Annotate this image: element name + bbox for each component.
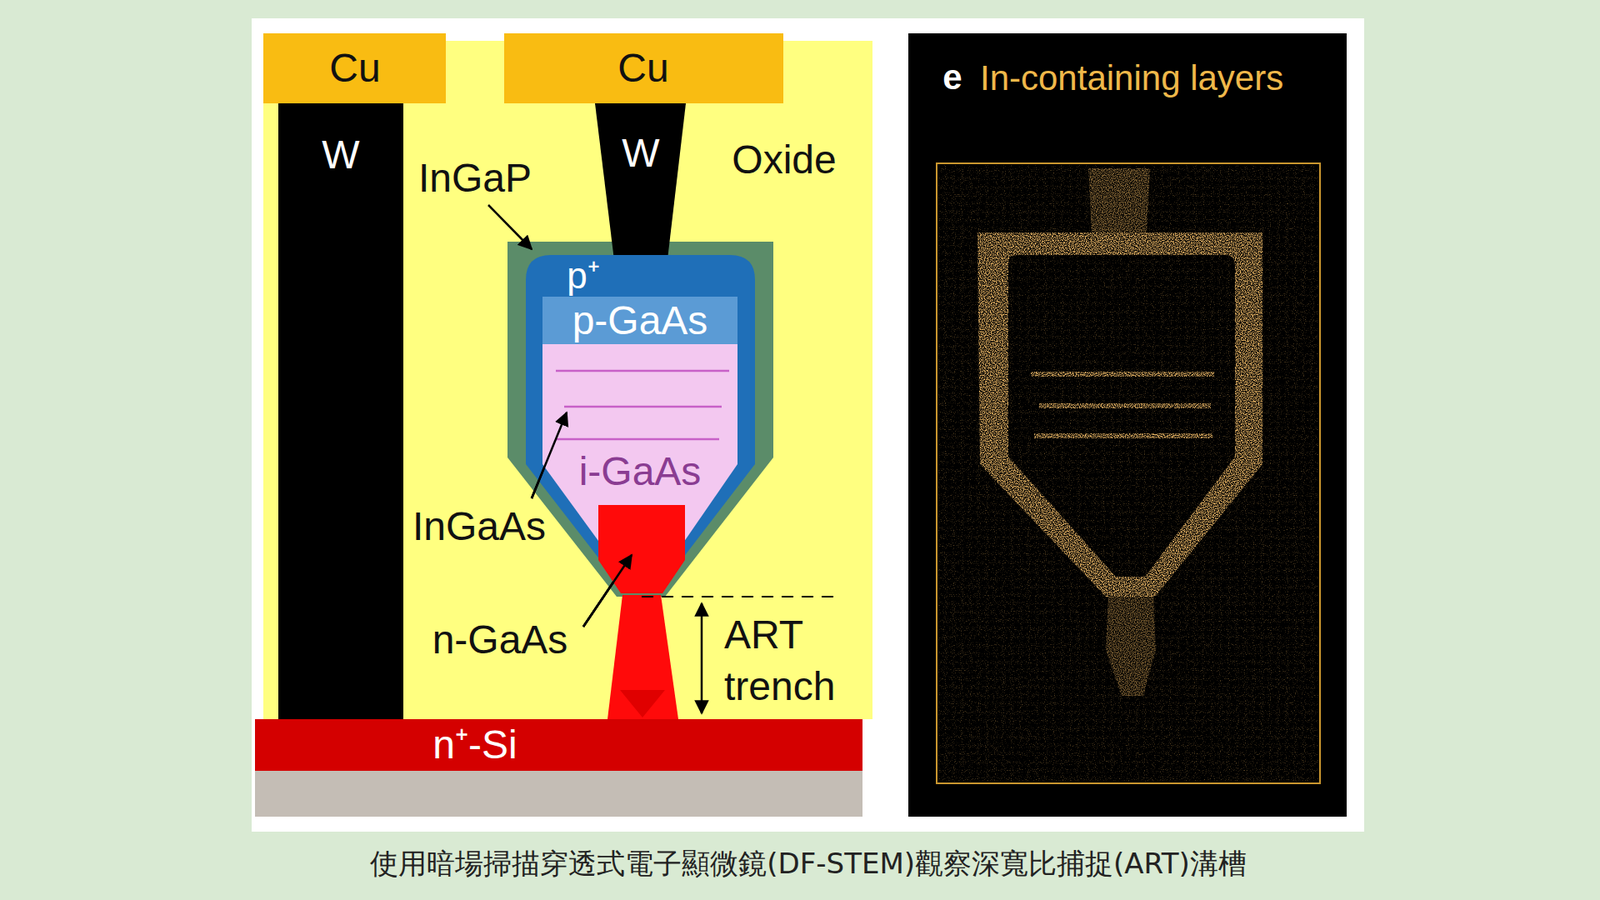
node-label: Oxide: [731, 140, 836, 180]
silicon-layer: n⁺-Si: [255, 719, 863, 771]
stem-ingap-shell: [977, 232, 1263, 597]
label-holder: n-GaAs: [500, 640, 636, 680]
label-holder: e: [952, 77, 972, 113]
leader-line: [531, 412, 567, 499]
leader-line: [488, 205, 532, 250]
label-holder: ART trench: [724, 609, 866, 714]
panel-title: In-containing layers: [980, 60, 1284, 96]
metal-pad: Cu: [504, 33, 784, 104]
caption: 使用暗場掃描穿透式電子顯微鏡(DF-STEM)觀察深寬比捕捉(ART)溝槽: [370, 849, 1246, 878]
node-label: p⁺: [566, 257, 600, 295]
label-holder: InGaAs: [479, 526, 613, 567]
tungsten-plug: W: [278, 103, 404, 720]
ingap-shell: [507, 241, 774, 597]
part-label: InGaP: [418, 158, 532, 199]
stem-frame: [936, 163, 1320, 784]
art-trench-fill: [607, 595, 679, 720]
intrinsic-region: i-GaAs: [542, 344, 738, 572]
label-holder: InGaP: [475, 178, 589, 219]
trench-facet: [620, 690, 665, 718]
quantum-well-line: [555, 438, 720, 441]
n-gaas-core: [598, 505, 685, 594]
part-label: n-GaAs: [432, 620, 569, 660]
stem-top-stub: [1088, 168, 1150, 233]
metal-pad: Cu: [263, 33, 446, 104]
p-plus-shell: p⁺ p-GaAs i-GaAs: [525, 255, 755, 587]
tungsten-plug: W: [595, 103, 686, 281]
white-panel: [251, 18, 1365, 832]
node-outline: [595, 103, 686, 281]
caption-holder: 使用暗場掃描穿透式電子顯微鏡(DF-STEM)觀察深寬比捕捉(ART)溝槽: [808, 863, 1600, 892]
dimension-label: ART trench: [724, 609, 866, 714]
stem-panel: [908, 33, 1347, 817]
label-holder: In-containing layers: [980, 78, 1284, 114]
tapered-contact: [595, 103, 686, 281]
part-label: InGaAs: [412, 506, 546, 547]
node-label: Cu: [329, 48, 380, 89]
stem-ingaas-lines: [1030, 371, 1215, 439]
dimension-arrow: [700, 603, 704, 714]
substrate: [255, 770, 863, 817]
node-label: p-GaAs: [572, 300, 709, 341]
quantum-well-line: [555, 370, 730, 373]
node-label: W: [621, 133, 660, 174]
node-label: W: [321, 135, 360, 175]
p-gaas-layer: p-GaAs: [542, 296, 738, 345]
panel-letter: e: [942, 60, 962, 95]
node-label: Cu: [617, 48, 669, 89]
dashed-line: [641, 595, 837, 598]
node-label: i-GaAs: [579, 451, 702, 492]
quantum-well-line: [564, 405, 722, 409]
leader-line: [583, 555, 632, 627]
stem-noise: [938, 165, 1319, 782]
stem-trench: [1105, 596, 1156, 696]
node-label: n⁺-Si: [432, 725, 517, 765]
